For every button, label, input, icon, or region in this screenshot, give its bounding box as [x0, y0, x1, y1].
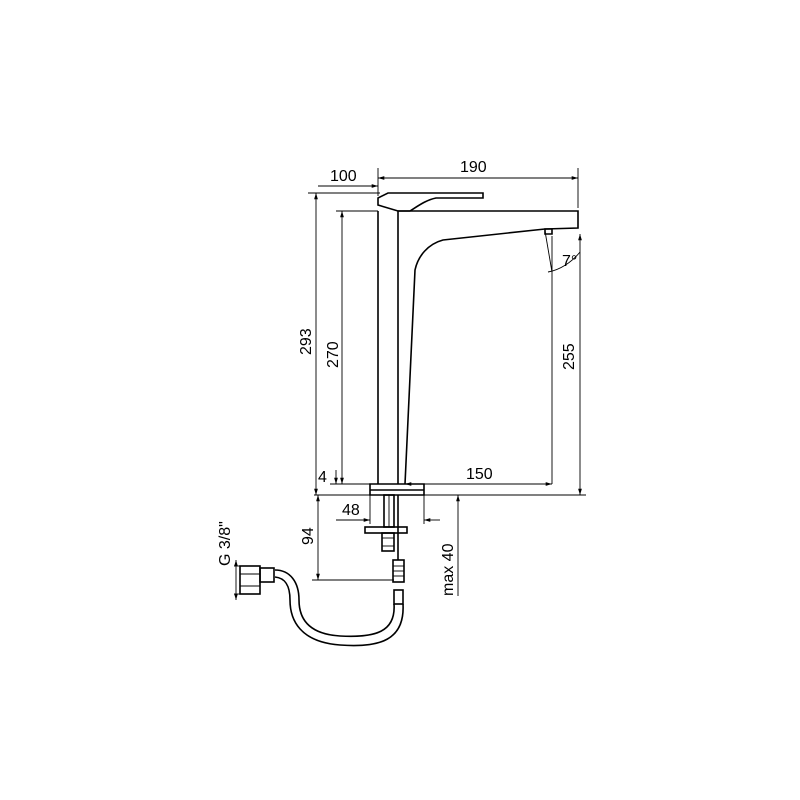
- body-column: [377, 211, 399, 484]
- label-150: 150: [466, 466, 493, 483]
- label-max40: max 40: [440, 543, 457, 596]
- label-angle: 7°: [562, 253, 577, 270]
- label-100: 100: [330, 168, 357, 185]
- hose-ferrule: [393, 589, 404, 605]
- label-4: 4: [318, 469, 327, 486]
- mounting-nut: [381, 532, 395, 552]
- mounting-bracket: [364, 526, 408, 534]
- spout: [398, 210, 579, 485]
- label-190: 190: [460, 159, 487, 176]
- dimension-lines: [234, 168, 586, 600]
- label-48: 48: [342, 502, 360, 519]
- label-255: 255: [561, 343, 578, 370]
- handle-lever: [377, 192, 484, 212]
- angle-ray: [544, 230, 553, 273]
- label-293: 293: [298, 328, 315, 355]
- angle-arc: [547, 251, 581, 273]
- label-g38: G 3/8": [217, 521, 234, 566]
- label-94: 94: [300, 527, 317, 545]
- supply-hose: [239, 495, 405, 647]
- fitting-nut: [239, 565, 261, 595]
- hose-flex-outer: [274, 576, 404, 647]
- fitting-ferrule: [259, 567, 275, 583]
- mounting-assembly: [314, 494, 460, 552]
- label-270: 270: [325, 341, 342, 368]
- dimension-labels: 100 190 293 270 255 4 150 7° 48 94 max 4…: [217, 159, 578, 596]
- aerator: [544, 228, 553, 235]
- faucet-body: [369, 192, 579, 496]
- hose-flex-inner: [274, 569, 395, 638]
